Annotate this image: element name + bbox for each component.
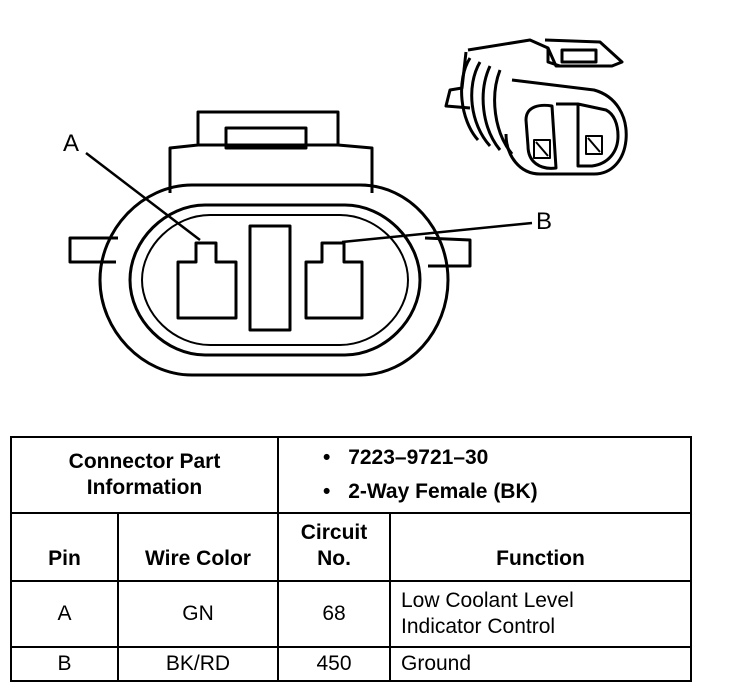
side-ears — [68, 236, 472, 268]
header-circuit-no: Circuit No. — [277, 512, 391, 582]
terminal-b — [304, 241, 364, 320]
cell-pin: A — [10, 580, 119, 648]
connector-type-item: • 2-Way Female (BK) — [323, 475, 690, 509]
connector-diagram: A B — [63, 38, 628, 377]
leader-line-a — [85, 152, 201, 241]
cell-wire-color: GN — [117, 580, 279, 648]
bullet-icon: • — [323, 446, 331, 469]
header-pin: Pin — [10, 512, 119, 582]
header-circuit-line2: No. — [317, 546, 351, 570]
cell-function: Low Coolant Level Indicator Control — [388, 580, 693, 648]
cell-pin: B — [10, 646, 119, 682]
connector-shell — [98, 183, 450, 377]
part-number: 7223–9721–30 — [348, 446, 489, 469]
part-info-values: • 7223–9721–30 • 2-Way Female (BK) — [276, 436, 693, 514]
bullet-icon: • — [323, 480, 331, 503]
table-row: A GN 68 Low Coolant Level Indicator Cont… — [10, 580, 693, 648]
part-info-label-line2: Information — [86, 476, 203, 499]
part-info-label-line1: Connector Part — [68, 449, 221, 473]
center-key — [248, 224, 292, 332]
part-info-label: Connector Part Information — [10, 436, 279, 514]
connector-type: 2-Way Female (BK) — [348, 480, 538, 503]
column-header-row: Pin Wire Color Circuit No. Function — [10, 512, 693, 582]
callout-label-a: A — [63, 130, 80, 157]
cell-circuit: 450 — [277, 646, 391, 682]
header-function: Function — [388, 512, 693, 582]
cell-wire-color: BK/RD — [117, 646, 279, 682]
terminal-a — [176, 241, 238, 320]
table-row: B BK/RD 450 Ground — [10, 646, 693, 682]
connector-info-table-wrap: Connector Part Information • 7223–9721–3… — [10, 436, 693, 682]
connector-info-table: Connector Part Information • 7223–9721–3… — [10, 436, 693, 682]
callout-label-b: B — [536, 208, 553, 235]
header-wire-color: Wire Color — [117, 512, 279, 582]
connector-front-view — [68, 38, 628, 377]
connector-isometric-view — [444, 38, 628, 176]
connector-cavity — [128, 203, 422, 357]
part-number-item: • 7223–9721–30 — [323, 441, 690, 475]
cell-function: Ground — [388, 646, 693, 682]
cell-circuit: 68 — [277, 580, 391, 648]
function-line2: Indicator Control — [401, 615, 556, 638]
function-line1: Low Coolant Level — [401, 588, 574, 612]
header-circuit-line1: Circuit — [300, 520, 368, 544]
leader-line-b — [341, 221, 533, 244]
lock-tab — [168, 110, 374, 193]
part-info-row: Connector Part Information • 7223–9721–3… — [10, 436, 693, 514]
